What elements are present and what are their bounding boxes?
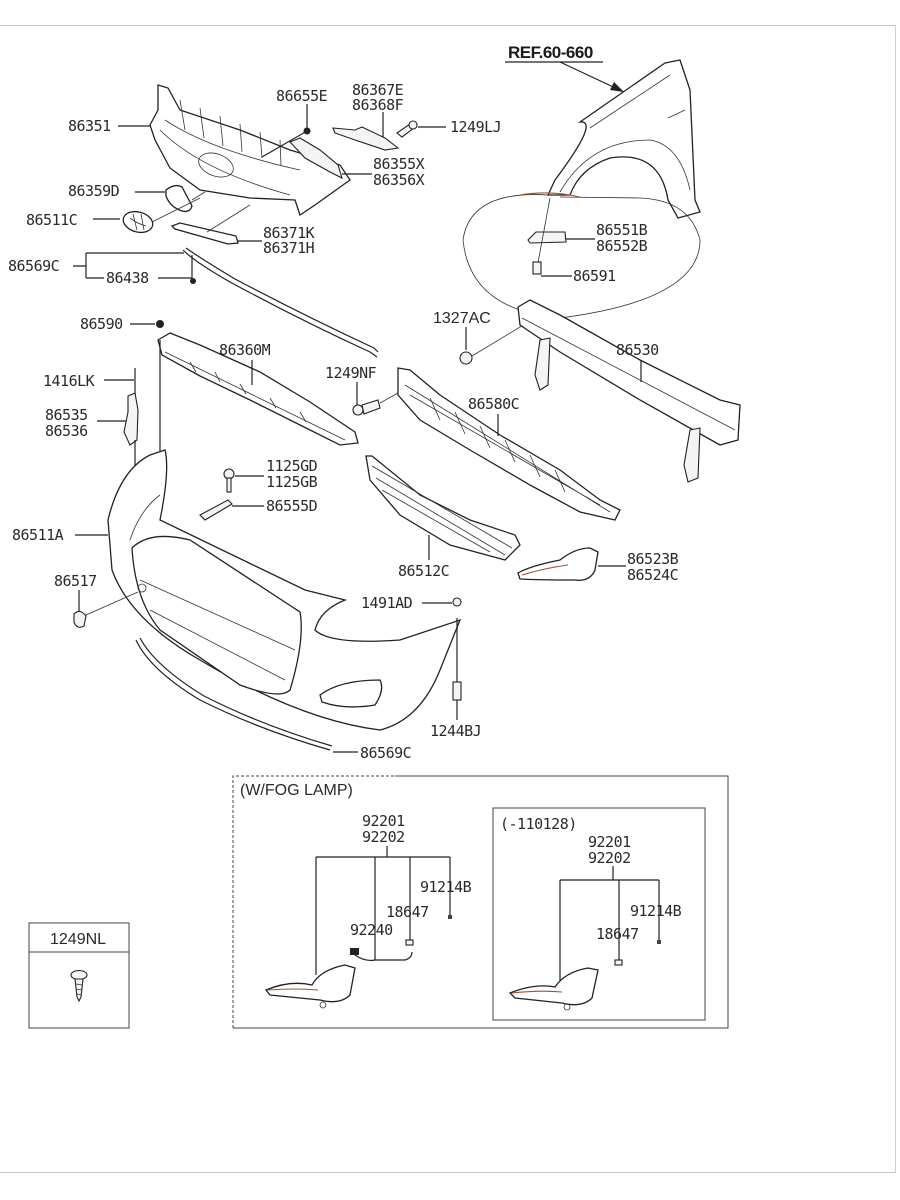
label-86371h[interactable]: 86371H [263,239,315,257]
label-86536[interactable]: 86536 [45,422,89,440]
label-1491ad[interactable]: 1491AD [361,594,413,612]
label-86524c[interactable]: 86524C [627,566,679,584]
part-86359d: 86359D [68,182,206,213]
part-86511c-emblem: 86511C [26,197,201,234]
part-86517: 86517 [54,572,139,628]
label-86356x[interactable]: 86356X [373,171,425,189]
legend-part-label[interactable]: 1249NL [50,931,106,948]
fog-lamp-box: (W/FOG LAMP) 92201 92202 91214B 18647 92… [232,775,729,1029]
part-1249nf: 1249NF [325,364,399,416]
part-86371k-86371h: 86371K 86371H [170,204,315,257]
fog-inner-label-91214b[interactable]: 91214B [630,902,682,920]
label-86555d[interactable]: 86555D [266,497,318,515]
part-86590: 86590 [80,315,164,333]
part-86580c-absorber: 86580C [397,367,621,521]
part-86530-beam: 86530 [517,299,741,483]
label-86368f[interactable]: 86368F [352,96,404,114]
diagram-frame [0,25,896,1173]
label-86517[interactable]: 86517 [54,572,97,590]
label-86551b[interactable]: 86551B [596,221,648,239]
fog-inner-title[interactable]: (-110128) [500,815,577,833]
label-1125gb[interactable]: 1125GB [266,473,318,491]
label-86655e[interactable]: 86655E [276,87,328,105]
part-86523b-86524c: 86523B 86524C [517,547,679,584]
fog-inner-label-92202[interactable]: 92202 [588,849,631,867]
part-86351-grille: 86351 [68,84,351,217]
label-86511c[interactable]: 86511C [26,211,78,229]
label-1125gd[interactable]: 1125GD [266,457,318,475]
label-86552b[interactable]: 86552B [596,237,648,255]
label-86590[interactable]: 86590 [80,315,124,333]
label-86569c-bottom[interactable]: 86569C [360,744,412,762]
detail-callout-ellipse [462,194,701,319]
label-86371k[interactable]: 86371K [263,224,315,242]
fog-lamp-title[interactable]: (W/FOG LAMP) [240,782,353,799]
label-86355x[interactable]: 86355X [373,155,425,173]
label-1249lj[interactable]: 1249LJ [450,118,502,136]
fog-left-label-18647[interactable]: 18647 [386,903,429,921]
part-86569c-top-strip: 86569C 86438 [8,247,379,358]
fog-left-label-92240[interactable]: 92240 [350,921,394,939]
part-86360m: 86360M [157,332,359,455]
part-1125gd-86555d: 1125GD 1125GB 86555D [199,457,318,521]
part-1416lk-86535: 1416LK 86535 86536 [43,368,139,500]
ref-label[interactable]: REF.60-660 [508,43,593,62]
screw-icon [70,969,88,1003]
legend-box-1249nl: 1249NL [28,922,130,1029]
label-86535[interactable]: 86535 [45,406,88,424]
part-1327ac: 1327AC [433,310,541,365]
label-86569c-top[interactable]: 86569C [8,257,60,275]
label-86351[interactable]: 86351 [68,117,112,135]
label-86580c[interactable]: 86580C [468,395,520,413]
label-86367e[interactable]: 86367E [352,81,404,99]
part-86655e: 86655E [261,87,328,158]
fog-inner-label-18647[interactable]: 18647 [596,925,639,943]
part-86512c-grille: 86512C [365,455,521,580]
label-1327ac[interactable]: 1327AC [433,310,491,327]
label-86360m[interactable]: 86360M [219,341,271,359]
part-1491ad-1244bj: 1491AD 1244BJ [361,594,482,740]
fog-left-label-92202[interactable]: 92202 [362,828,405,846]
label-86359d[interactable]: 86359D [68,182,120,200]
label-86438[interactable]: 86438 [106,269,150,287]
label-1249nf[interactable]: 1249NF [325,364,377,382]
fender-reference: REF.60-660 [505,43,701,219]
label-86523b[interactable]: 86523B [627,550,679,568]
label-86511a[interactable]: 86511A [12,526,64,544]
part-86551b-86552b: 86551B 86552B 86591 [527,197,648,285]
label-86591[interactable]: 86591 [573,267,617,285]
part-86569c-bottom-strip: 86569C [135,637,412,762]
part-86355x-86356x: 86355X 86356X [289,137,425,189]
label-1416lk[interactable]: 1416LK [43,372,95,390]
label-1244bj[interactable]: 1244BJ [430,722,482,740]
fog-left-label-91214b[interactable]: 91214B [420,878,472,896]
label-86512c[interactable]: 86512C [398,562,450,580]
fog-inner-label-92201[interactable]: 92201 [588,833,632,851]
part-86367e-86368f: 86367E 86368F 1249LJ [332,81,502,151]
label-86530[interactable]: 86530 [616,341,660,359]
fog-left-label-92201[interactable]: 92201 [362,812,406,830]
part-86511a-bumper: 86511A [12,449,462,731]
